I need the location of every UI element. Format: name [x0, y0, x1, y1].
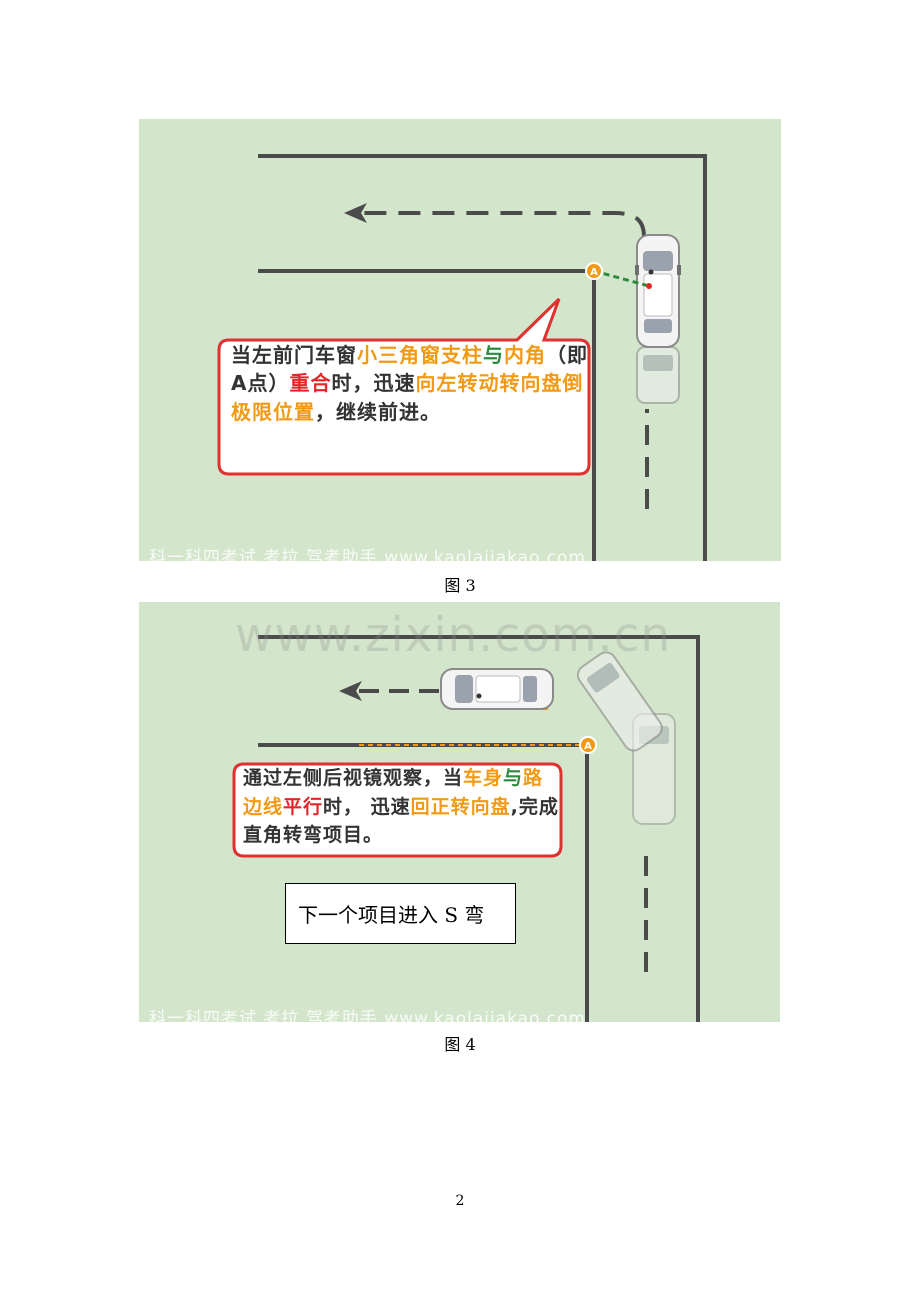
callout-segment: 时， 迅速 — [323, 795, 411, 818]
figure-3-caption: 图 3 — [444, 576, 476, 595]
figure-4-diagram: A — [232, 635, 700, 1022]
callout-segment: 与 — [503, 767, 524, 789]
callout-segment: ，继续前进。 — [315, 399, 441, 424]
callout-segment: 内角 — [504, 343, 546, 367]
callout-segment: 通过左侧后视镜观察，当 — [243, 767, 464, 789]
svg-text:A: A — [584, 741, 592, 752]
callout-segment: 路边线 — [243, 767, 544, 818]
outer-road-edge — [258, 635, 700, 1022]
svg-text:A: A — [590, 267, 598, 278]
figure-4: A www.zixin.com.cn 通过左侧后视镜观察，当车身与路边线平行时，… — [139, 602, 780, 1022]
callout-segment: 平行 — [283, 795, 324, 818]
figure-4-caption: 图 4 — [444, 1035, 476, 1054]
callout-bubble — [232, 762, 563, 858]
callout-segment: 当左前门车窗 — [231, 343, 357, 367]
callout-segment: 时，迅速 — [331, 371, 416, 396]
watermark: 科一科四考试 考拉 驾考助手 www.kaolajiakao.com — [149, 1009, 586, 1022]
path-dashes-curve — [364, 211, 646, 238]
callout-text: 通过左侧后视镜观察，当车身与路边线平行时， 迅速回正转向盘,完成直角转弯项目。 — [243, 764, 563, 850]
figure-3-diagram: A — [217, 154, 707, 561]
car-ghost-turning-icon — [576, 651, 663, 752]
callout-segment: 小三角窗支柱 — [357, 343, 483, 367]
car-icon — [440, 668, 554, 710]
figure-3: A 当左前门车窗小三角窗支柱与内角（即A点）重合时，迅速向左转动转向盘倒极限位置… — [139, 119, 781, 561]
callout-segment: 向左转动转向盘倒极限位置 — [231, 371, 584, 424]
site-watermark: www.zixin.com.cn — [235, 608, 672, 663]
callout-text: 当左前门车窗小三角窗支柱与内角（即A点）重合时，迅速向左转动转向盘倒极限位置，继… — [231, 341, 591, 426]
callout-bubble — [217, 297, 591, 476]
point-a-marker: A — [585, 262, 603, 280]
callout-segment: （即A点） — [231, 343, 588, 396]
car-ghost-icon — [636, 346, 680, 404]
callout-segment: 车身 — [463, 767, 504, 789]
outer-road-edge — [258, 154, 707, 561]
direction-arrow-icon — [344, 203, 367, 223]
pillar-point — [646, 283, 652, 289]
point-a-marker: A — [579, 736, 597, 754]
callout-segment: 重合 — [289, 371, 332, 396]
car-icon — [635, 234, 681, 348]
direction-arrow-icon — [339, 681, 362, 701]
page-number: 2 — [455, 1193, 465, 1209]
callout-segment: 与 — [483, 343, 504, 367]
next-item-note: 下一个项目进入 S 弯 — [285, 883, 516, 944]
callout-segment: 回正转向盘 — [410, 795, 511, 818]
callout-segment: ,完成直角转弯项目。 — [243, 795, 559, 847]
watermark: 科一科四考试 考拉 驾考助手 www.kaolajiakao.com — [149, 548, 586, 561]
